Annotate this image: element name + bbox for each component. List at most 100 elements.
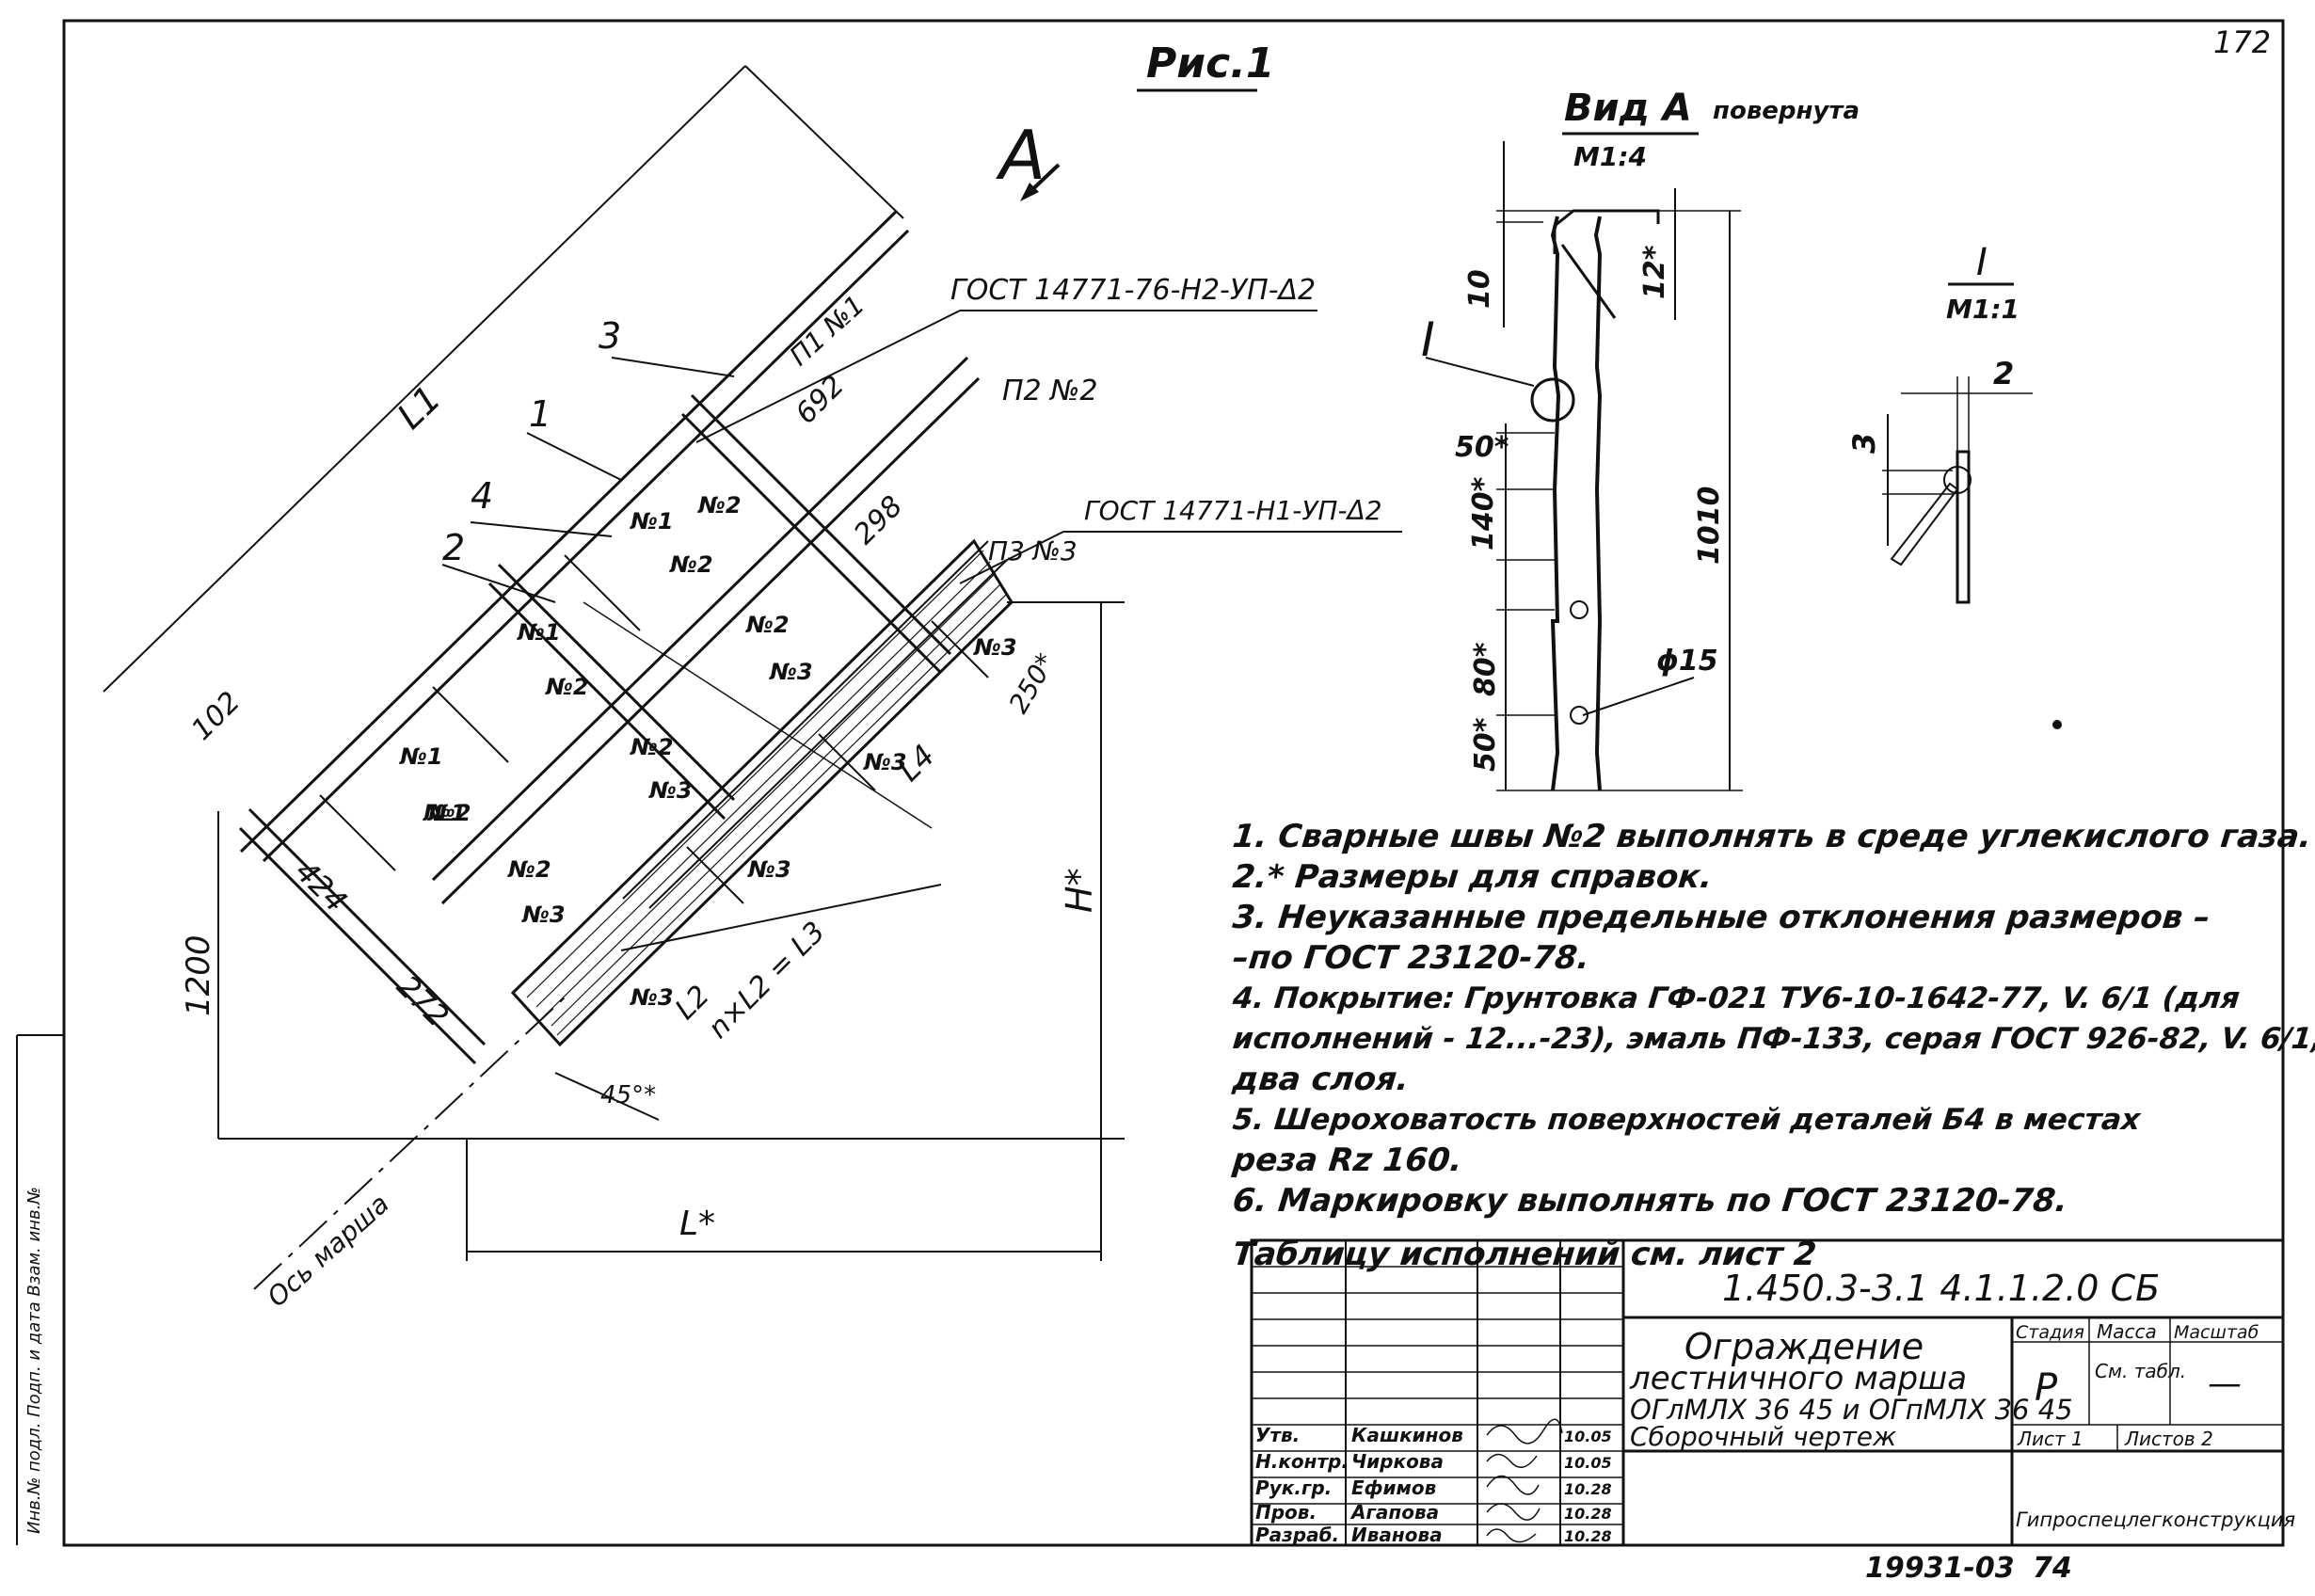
view-a-note: повернута — [1713, 97, 1860, 125]
weld-mark: №3 — [648, 777, 693, 804]
doc-code: 1.450.3-3.1 4.1.1.2.0 СБ — [1722, 1268, 2160, 1309]
role-label: Утв. — [1255, 1424, 1300, 1446]
weld-mark: №2 — [669, 551, 713, 578]
weld-spec-1: ГОСТ 14771-76-Н2-УП-Δ2 — [950, 274, 1316, 307]
technical-notes: 1. Сварные швы №2 выполнять в среде угле… — [1230, 817, 2315, 1275]
weld-mark: №2 — [745, 612, 790, 638]
note-5: 5. Шероховатость поверхностей деталей Б4… — [1231, 1103, 2143, 1137]
signatures — [1486, 1418, 1563, 1543]
weld-mark: №1 — [399, 743, 443, 770]
dim-L1: L1 — [390, 377, 449, 437]
detail-i-title: I — [1976, 241, 1988, 284]
dim-nL2: n×L2 = L3 — [702, 916, 832, 1045]
signer-name: Чиркова — [1351, 1450, 1444, 1473]
signer-name: Кашкинов — [1351, 1424, 1463, 1446]
sign-date: 10.28 — [1564, 1505, 1612, 1523]
note-1: 1. Сварные швы №2 выполнять в среде угле… — [1230, 818, 2314, 855]
title-block — [1250, 1238, 2285, 1547]
title-line-1: Ограждение — [1684, 1326, 1924, 1367]
note-2: 2.* Размеры для справок. — [1230, 858, 1715, 896]
signer-name: Иванова — [1351, 1524, 1443, 1546]
stage-value: Р — [2035, 1366, 2058, 1410]
weld-mark: №3 — [863, 749, 907, 775]
part-p1-label: П1 №1 — [784, 289, 870, 372]
view-a-dim-140: 140* — [1467, 476, 1500, 551]
sign-date: 10.05 — [1564, 1428, 1612, 1445]
title-line-3: ОГлМЛХ 36 45 и ОГпМЛХ 36 45 — [1630, 1394, 2073, 1426]
position-2-label: 2 — [442, 527, 465, 568]
weld-mark: №3 — [521, 902, 566, 928]
weld-mark: №2 — [630, 734, 674, 760]
note-4-end: два слоя. — [1230, 1061, 1412, 1098]
view-a-dim-50a: 50* — [1455, 431, 1509, 464]
detail-i-dim-3: 3 — [1846, 433, 1882, 454]
weld-spec-2: ГОСТ 14771-Н1-УП-Δ2 — [1084, 495, 1382, 526]
note-3: 3. Неуказанные предельные отклонения раз… — [1230, 899, 2212, 936]
weld-mark: №2 — [697, 492, 742, 519]
dim-L: L* — [679, 1205, 715, 1243]
sheet-label: Лист 1 — [2017, 1428, 2084, 1450]
view-a-node-label: I — [1421, 312, 1435, 367]
role-label: Рук.гр. — [1255, 1476, 1332, 1499]
position-1-label: 1 — [529, 393, 551, 435]
weld-mark: №1 — [517, 619, 561, 646]
weld-mark: №3 — [630, 984, 674, 1011]
sign-date: 10.05 — [1564, 1454, 1612, 1472]
table-reference: Таблицу исполнений см. лист 2 — [1230, 1236, 1818, 1273]
side-stamp: Инв.№ подл. Подп. и дата Взам. инв.№ — [24, 1187, 44, 1534]
archive-number: 19931-03 — [1865, 1552, 2015, 1585]
title-line-2: лестничного марша — [1629, 1360, 1967, 1397]
sheet-frame — [62, 19, 2285, 1547]
sign-date: 10.28 — [1564, 1527, 1612, 1545]
position-3-label: 3 — [599, 315, 621, 357]
figure-title: Рис.1 — [1146, 40, 1275, 88]
detail-i: I М1:1 2 3 — [1846, 241, 2033, 604]
detail-i-dim-2: 2 — [1993, 356, 2014, 391]
weld-mark: №3 — [747, 856, 791, 883]
sheet-number: 172 — [2213, 24, 2271, 60]
sheets-label: Листов 2 — [2124, 1428, 2213, 1450]
signer-name: Агапова — [1349, 1501, 1439, 1524]
dim-angle: 45°* — [600, 1081, 656, 1109]
view-a-title: Вид А — [1564, 87, 1692, 130]
dim-692: 692 — [790, 369, 851, 430]
weld-mark: №2 — [545, 674, 589, 700]
note-4-cont: исполнений - 12...-23), эмаль ПФ-133, се… — [1231, 1022, 2315, 1056]
weld-mark: №2 — [507, 856, 551, 883]
weld-mark: №1 — [423, 800, 467, 826]
weld-mark: №3 — [769, 659, 813, 685]
note-5-cont: реза Rz 160. — [1230, 1141, 1464, 1179]
axis-label: Ось марша — [262, 1188, 395, 1313]
view-a-dim-phi: ϕ15 — [1656, 645, 1718, 678]
view-arrow-label: A — [996, 116, 1046, 195]
sign-date: 10.28 — [1564, 1480, 1612, 1498]
role-label: Н.контр. — [1255, 1450, 1349, 1473]
view-a-scale: М1:4 — [1573, 141, 1647, 172]
position-4-label: 4 — [471, 475, 493, 517]
role-label: Пров. — [1255, 1501, 1317, 1524]
note-4: 4. Покрытие: Грунтовка ГФ-021 ТУ6-10-164… — [1231, 982, 2242, 1015]
page-number: 74 — [2033, 1552, 2072, 1585]
stair-assembly — [103, 65, 1125, 1290]
part-p3-label: П3 №3 — [988, 535, 1078, 567]
view-a-dim-10: 10 — [1463, 269, 1496, 309]
detail-i-scale: М1:1 — [1946, 294, 2020, 325]
view-a: Вид А М1:4 повернута 10 12* 50* 140* 80*… — [1421, 87, 1860, 791]
stage-label: Стадия — [2016, 1322, 2084, 1343]
note-6: 6. Маркировку выполнять по ГОСТ 23120-78… — [1230, 1182, 2070, 1220]
dim-272: 272 — [390, 968, 455, 1034]
title-line-4: Сборочный чертеж — [1630, 1421, 1896, 1452]
organization: Гипроспецлегконструкция — [2016, 1508, 2295, 1531]
scale-value: — — [2208, 1365, 2242, 1403]
weld-mark: №1 — [630, 508, 674, 535]
note-3-cont: –по ГОСТ 23120-78. — [1230, 939, 1592, 977]
view-a-dim-1010: 1010 — [1693, 487, 1726, 566]
view-a-dim-12: 12* — [1638, 245, 1671, 299]
weld-mark: №3 — [973, 634, 1017, 661]
view-a-dim-50b: 50* — [1469, 717, 1502, 772]
part-p2-label: П2 №2 — [1002, 375, 1097, 407]
scale-label: Масштаб — [2174, 1322, 2259, 1343]
weld-marks: №1 №2 №1 №2 №1 №2 №2 №3 №1 №2 №2 №3 №2 №… — [399, 492, 1017, 1011]
